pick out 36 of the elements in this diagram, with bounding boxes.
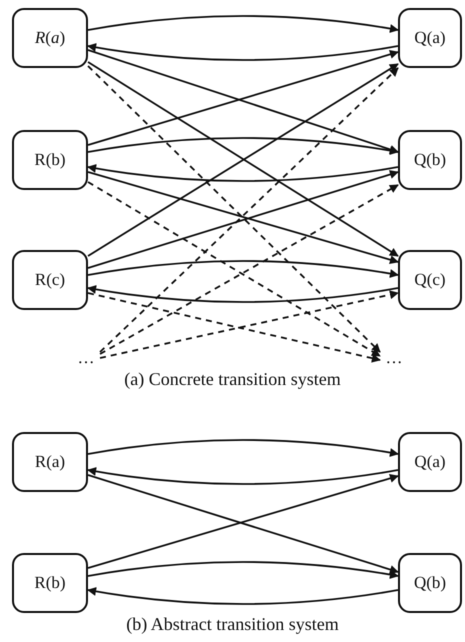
state-label: R(c): [34, 270, 66, 290]
state-label: Q(b): [414, 150, 446, 170]
arrow: [88, 561, 399, 580]
state-box: [398, 8, 462, 68]
state-box: [12, 130, 88, 190]
dashed-arrow: [88, 292, 381, 363]
state-label: R(b): [34, 573, 66, 593]
state-box: [12, 8, 88, 68]
arrow: [88, 137, 399, 156]
state-box: [398, 432, 462, 492]
state-label: R(a): [34, 28, 66, 48]
state-label: R(a): [34, 452, 66, 472]
arrow: [87, 164, 398, 182]
ellipsis: …: [78, 348, 94, 368]
ellipsis: …: [386, 348, 402, 368]
caption: (b) Abstract transition system: [126, 614, 339, 634]
state-label: Q(a): [414, 452, 446, 472]
state-box: [12, 432, 88, 492]
state-box: [12, 553, 88, 613]
arrow: [87, 42, 398, 61]
state-label: Q(a): [414, 28, 446, 48]
caption: (a) Concrete transition system: [124, 369, 341, 389]
dashed-arrow: [100, 290, 399, 359]
arrow: [88, 15, 399, 34]
state-label: Q(c): [414, 270, 446, 290]
arrow: [87, 284, 398, 303]
state-label: Q(b): [414, 573, 446, 593]
state-box: [398, 250, 462, 310]
state-box: [12, 250, 88, 310]
arrow: [87, 466, 398, 485]
state-label: R(b): [34, 150, 66, 170]
arrow: [88, 439, 399, 458]
arrow: [87, 586, 398, 605]
arrow: [88, 260, 399, 278]
state-box: [398, 130, 462, 190]
state-box: [398, 553, 462, 613]
